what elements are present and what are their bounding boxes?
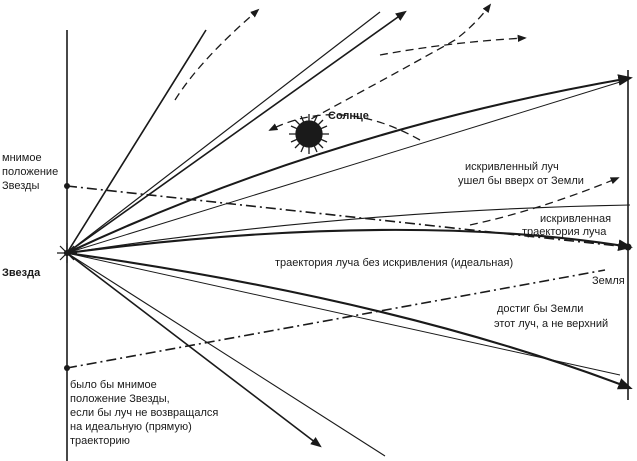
dashed-ray-loop bbox=[299, 3, 492, 126]
dashed-ray-top-right bbox=[379, 34, 527, 56]
would-be-apparent-line-3: если бы луч не возвращался bbox=[70, 407, 218, 419]
earth-dot bbox=[624, 243, 632, 251]
dashed-ray-curving-up bbox=[469, 177, 620, 226]
would-be-apparent-line-4: на идеальную (прямую) bbox=[70, 421, 192, 433]
dashed-rays bbox=[174, 3, 620, 226]
would-reach-line-2: этот луч, а не верхний bbox=[494, 318, 608, 330]
dashed-ray-upper-left bbox=[174, 8, 260, 101]
star-label: Звезда bbox=[2, 267, 41, 279]
curved-up-line-2: ушел бы вверх от Земли bbox=[458, 175, 584, 187]
curved-rays bbox=[66, 74, 633, 390]
apparent-position-label: мнимое положение Звезды bbox=[2, 152, 61, 192]
ray-steep-down bbox=[66, 252, 322, 448]
ideal-trajectory-label: траектория луча без искривления (идеальн… bbox=[275, 257, 513, 269]
ray-thin-low bbox=[66, 252, 621, 376]
curved-trajectory-line-2: траектория луча bbox=[522, 226, 607, 238]
apparent-position-line-1: мнимое bbox=[2, 152, 42, 164]
ray-mid-curved bbox=[66, 228, 633, 255]
ray-upper-2 bbox=[66, 10, 407, 254]
dashdot-apparent-upper bbox=[66, 185, 629, 248]
dashed-ray-sun bbox=[268, 114, 421, 141]
sun-icon bbox=[289, 114, 329, 154]
curved-trajectory-line-1: искривленная bbox=[540, 213, 611, 225]
ray-upper-curved bbox=[66, 74, 633, 254]
ray-outer-curved bbox=[66, 204, 631, 254]
ray-down-thin bbox=[66, 252, 386, 457]
curved-up-line-1: искривленный луч bbox=[465, 161, 559, 173]
ray-upper-1 bbox=[66, 11, 381, 254]
would-be-apparent-line-1: было бы мнимое bbox=[70, 379, 157, 391]
ray-thin-mid bbox=[66, 81, 621, 254]
would-reach-line-1: достиг бы Земли bbox=[497, 303, 583, 315]
dashdot-apparent-lower bbox=[66, 269, 606, 369]
would-be-apparent-line-5: траекторию bbox=[70, 435, 130, 447]
would-be-apparent-label: было бы мнимое положение Звезды, если бы… bbox=[70, 379, 221, 447]
ideal-trajectory-label-bg bbox=[272, 255, 540, 269]
apparent-position-line-2: положение bbox=[2, 166, 58, 178]
apparent-position-line-3: Звезды bbox=[2, 180, 39, 192]
sun-label: Солнце bbox=[328, 110, 369, 122]
curved-trajectory-label: искривленная траектория луча bbox=[522, 213, 614, 238]
would-be-apparent-line-2: положение Звезды, bbox=[70, 393, 170, 405]
earth-label: Земля bbox=[592, 275, 625, 287]
would-be-apparent-dot bbox=[64, 365, 70, 371]
would-reach-label: достиг бы Земли этот луч, а не верхний bbox=[494, 303, 608, 330]
ray-fan bbox=[66, 10, 621, 457]
apparent-position-dot bbox=[64, 183, 70, 189]
curved-up-label: искривленный луч ушел бы вверх от Земли bbox=[458, 161, 584, 187]
star-icon bbox=[57, 243, 77, 263]
ray-lower-curved bbox=[66, 251, 633, 390]
ray-steep-2 bbox=[66, 29, 207, 254]
